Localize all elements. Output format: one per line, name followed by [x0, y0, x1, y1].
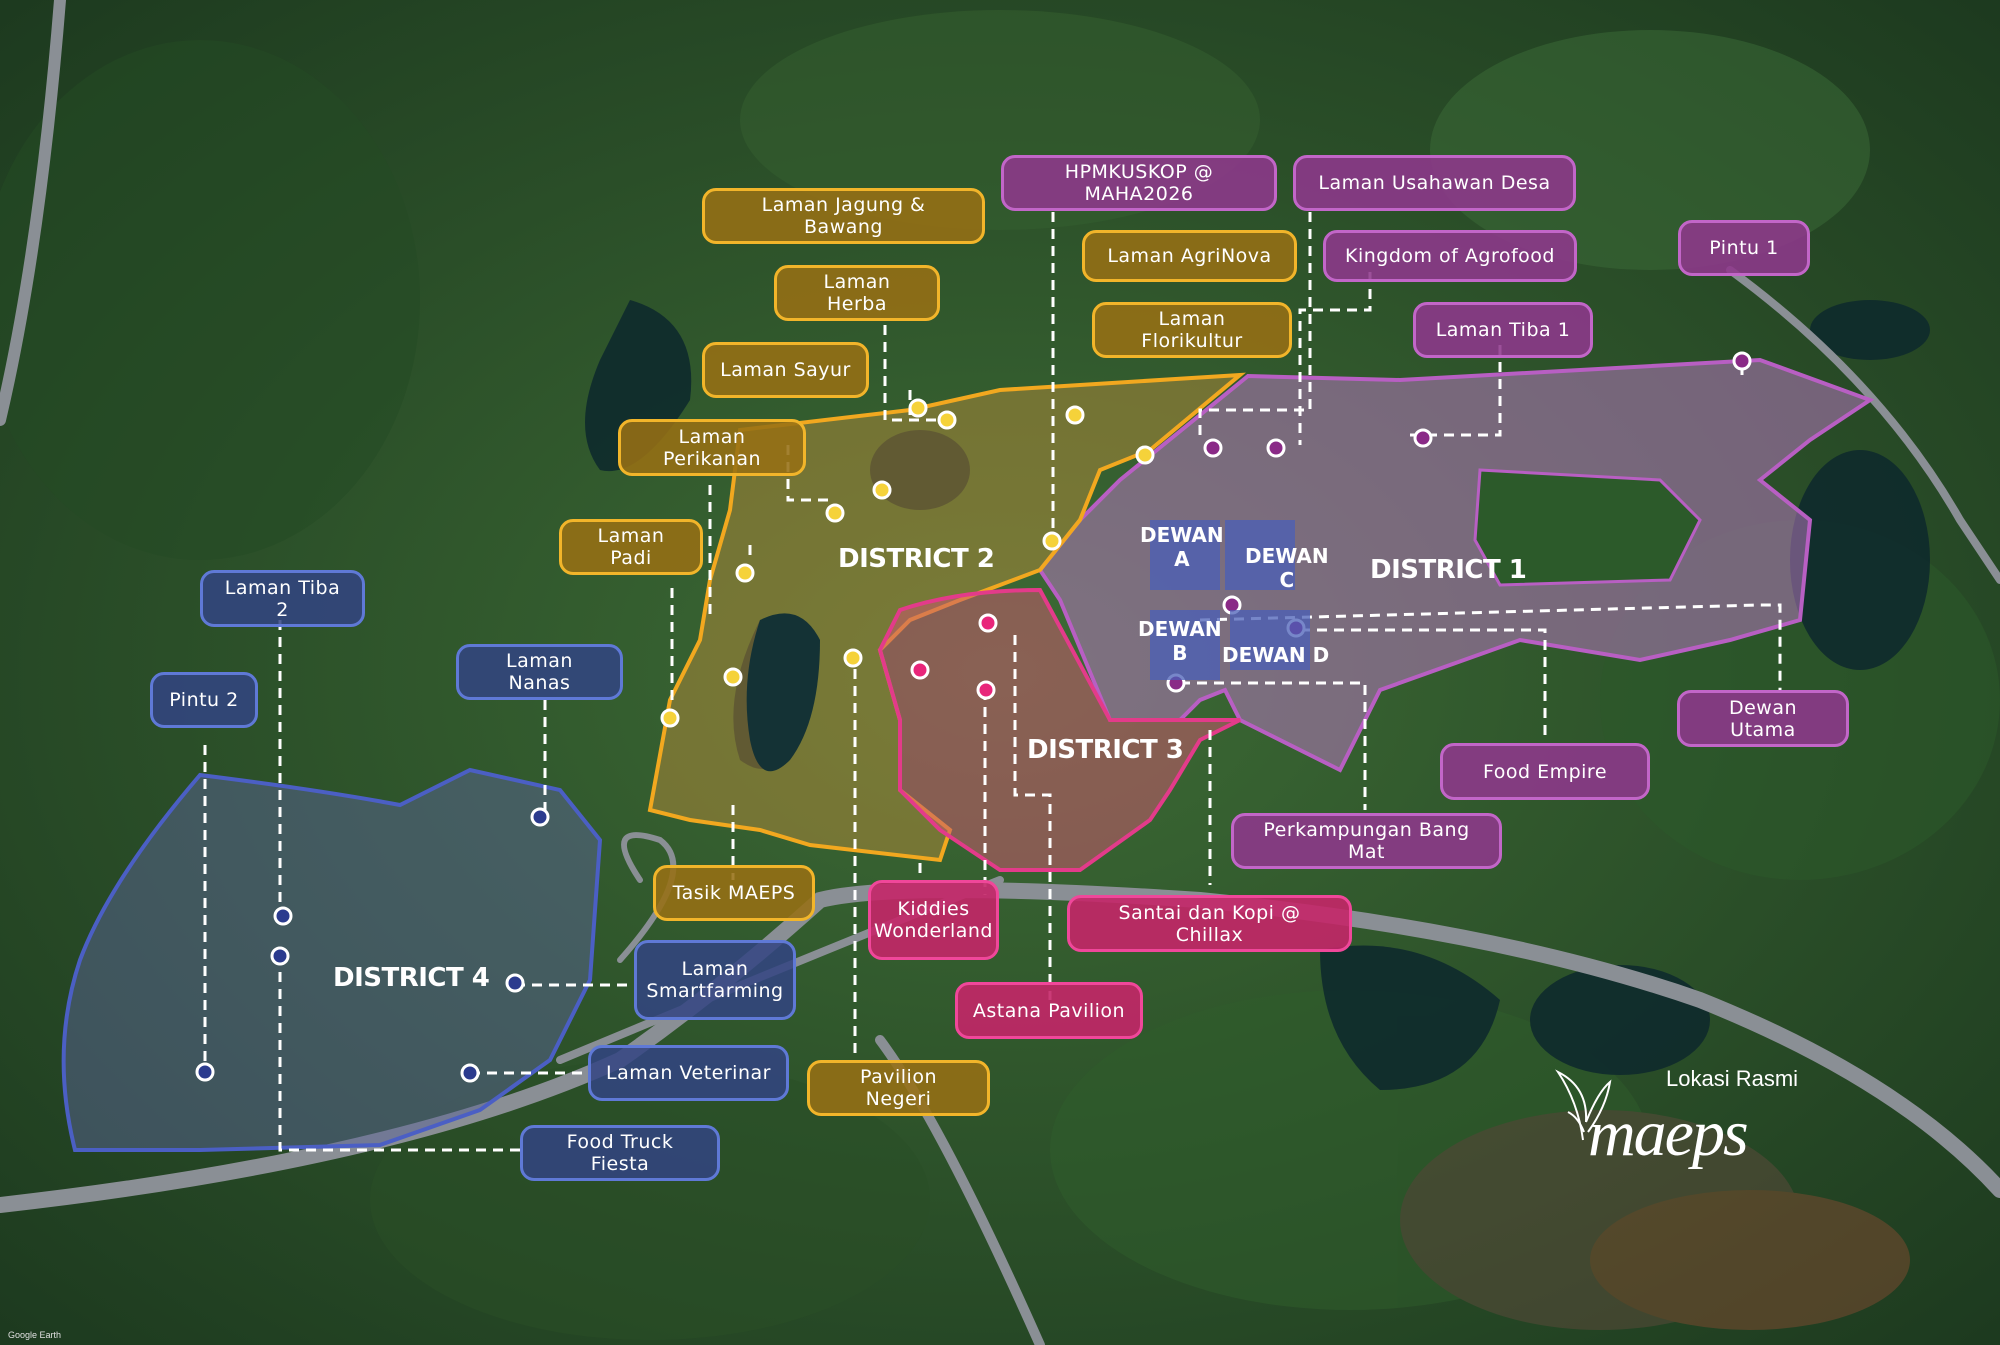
logo-subtitle: Lokasi Rasmi	[1666, 1066, 1799, 1091]
marker-laman-tiba-2	[273, 906, 293, 926]
dewan-a-label: DEWAN A	[1140, 523, 1224, 571]
label-laman-herba[interactable]: Laman Herba	[774, 265, 940, 321]
label-hpmkuskop[interactable]: HPMKUSKOP @ MAHA2026	[1001, 155, 1277, 211]
district-1-title: DISTRICT 1	[1370, 555, 1527, 585]
district-3-area	[877, 587, 1241, 872]
dewan-c-label: DEWAN C	[1245, 544, 1329, 592]
marker-veterinar	[460, 1063, 480, 1083]
district-4-area	[61, 767, 603, 1152]
marker-pintu-2	[195, 1062, 215, 1082]
label-astana-pavilion[interactable]: Astana Pavilion	[955, 982, 1143, 1039]
dewan-buildings	[1150, 520, 1310, 680]
district-1-inner	[1473, 468, 1702, 587]
marker-laman-sayur	[872, 480, 892, 500]
label-food-empire[interactable]: Food Empire	[1440, 743, 1650, 800]
label-laman-padi[interactable]: Laman Padi	[559, 519, 703, 575]
label-pintu-1[interactable]: Pintu 1	[1678, 220, 1810, 276]
label-laman-usahawan-desa[interactable]: Laman Usahawan Desa	[1293, 155, 1576, 211]
label-laman-sayur[interactable]: Laman Sayur	[702, 342, 869, 398]
marker-pavilion-negeri	[843, 648, 863, 668]
marker-kiddies	[910, 660, 930, 680]
map-attribution: Google Earth	[8, 1330, 62, 1340]
label-perkampungan-bang-mat[interactable]: Perkampungan Bang Mat	[1231, 813, 1502, 869]
marker-astana	[978, 613, 998, 633]
water-bodies	[585, 300, 1930, 1090]
marker-laman-padi	[735, 563, 755, 583]
dewan-b-label: DEWAN B	[1138, 617, 1222, 665]
marker-food-truck	[270, 946, 290, 966]
marker-laman-agrinova	[1065, 405, 1085, 425]
marker-kingdom	[1266, 438, 1286, 458]
dewan-d-label: DEWAN D	[1222, 643, 1330, 667]
label-laman-tiba-1[interactable]: Laman Tiba 1	[1413, 302, 1593, 358]
label-kingdom-of-agrofood[interactable]: Kingdom of Agrofood	[1323, 230, 1577, 282]
label-laman-jagung-bawang[interactable]: Laman Jagung & Bawang	[702, 188, 985, 244]
label-laman-agrinova[interactable]: Laman AgriNova	[1082, 230, 1297, 282]
label-laman-perikanan[interactable]: Laman Perikanan	[618, 419, 806, 476]
marker-tasik-2	[660, 708, 680, 728]
marker-laman-tiba-1	[1413, 428, 1433, 448]
marker-laman-jagung	[937, 410, 957, 430]
markers-d3	[910, 613, 998, 700]
label-dewan-utama[interactable]: Dewan Utama	[1677, 690, 1849, 747]
marker-tasik-maeps	[723, 667, 743, 687]
district-4-title: DISTRICT 4	[333, 963, 490, 993]
label-laman-florikultur[interactable]: Laman Florikultur	[1092, 302, 1292, 358]
marker-smartfarming	[505, 973, 525, 993]
label-santai-dan-kopi[interactable]: Santai dan Kopi @ Chillax	[1067, 895, 1352, 952]
marker-laman-perikanan	[825, 503, 845, 523]
label-laman-tiba-2[interactable]: Laman Tiba 2	[200, 570, 365, 627]
maeps-logo: Lokasi Rasmi maeps	[1548, 1062, 1808, 1182]
label-food-truck-fiesta[interactable]: Food Truck Fiesta	[520, 1125, 720, 1181]
label-laman-nanas[interactable]: Laman Nanas	[456, 644, 623, 700]
markers-d2	[660, 398, 1155, 728]
label-kiddies-wonderland[interactable]: Kiddies Wonderland	[868, 880, 999, 960]
marker-laman-florikultur	[1135, 445, 1155, 465]
logo-name: maeps	[1588, 1097, 1749, 1170]
markers-d4	[195, 807, 550, 1083]
district-2-title: DISTRICT 2	[838, 544, 995, 574]
label-laman-veterinar[interactable]: Laman Veterinar	[588, 1045, 789, 1101]
connector-lines	[203, 212, 1782, 1152]
district-2-lake	[746, 613, 820, 772]
marker-laman-herba	[908, 398, 928, 418]
label-pavilion-negeri[interactable]: Pavilion Negeri	[807, 1060, 990, 1116]
marker-hpmkuskop	[1042, 531, 1062, 551]
marker-pintu-1	[1732, 351, 1752, 371]
label-tasik-maeps[interactable]: Tasik MAEPS	[653, 865, 815, 921]
marker-santai	[976, 680, 996, 700]
marker-laman-nanas	[530, 807, 550, 827]
marker-laman-usahawan	[1203, 438, 1223, 458]
leaf-icon	[1555, 1069, 1612, 1141]
district-3-title: DISTRICT 3	[1027, 735, 1184, 765]
label-laman-smartfarming[interactable]: Laman Smartfarming	[634, 940, 796, 1020]
label-pintu-2[interactable]: Pintu 2	[150, 672, 258, 728]
